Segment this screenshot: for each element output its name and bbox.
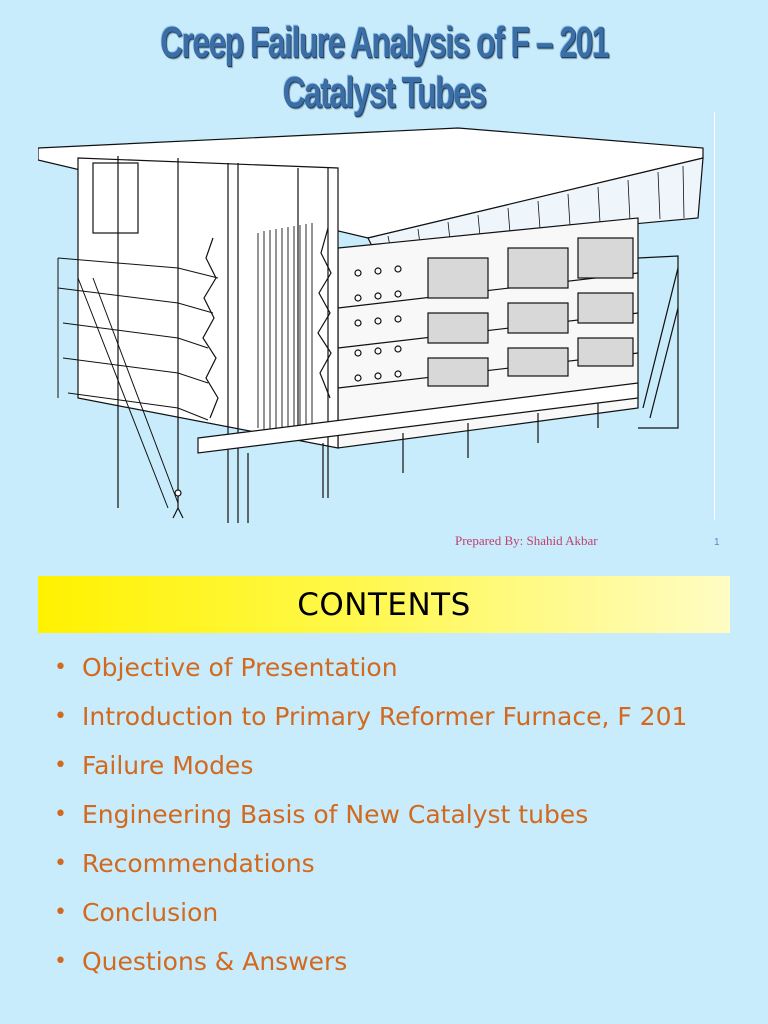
bullet-icon: • — [54, 900, 67, 925]
list-item: •Engineering Basis of New Catalyst tubes — [54, 800, 589, 829]
bullet-icon: • — [54, 753, 67, 778]
slide-title-page: Creep Failure Analysis of F – 201 Cataly… — [38, 18, 720, 548]
list-item: •Introduction to Primary Reformer Furnac… — [54, 702, 688, 731]
contents-banner: CONTENTS — [38, 576, 730, 633]
contents-heading: CONTENTS — [297, 586, 471, 623]
list-item: •Failure Modes — [54, 751, 254, 780]
bullet-icon: • — [54, 704, 67, 729]
slide-title: Creep Failure Analysis of F – 201 Cataly… — [160, 18, 609, 117]
contents-list: •Objective of Presentation •Introduction… — [54, 652, 714, 995]
bullet-icon: • — [54, 949, 67, 974]
prepared-by-text: Prepared By: Shahid Akbar — [455, 533, 598, 548]
list-item: •Conclusion — [54, 898, 219, 927]
reformer-furnace-illustration — [38, 108, 718, 530]
list-item: •Recommendations — [54, 849, 315, 878]
reformer-furnace-icon — [38, 127, 704, 523]
bullet-icon: • — [54, 851, 67, 876]
slide-contents: CONTENTS •Objective of Presentation •Int… — [0, 556, 768, 1024]
bullet-icon: • — [54, 655, 67, 680]
divider-line — [714, 112, 715, 520]
list-item: •Questions & Answers — [54, 947, 348, 976]
list-item: •Objective of Presentation — [54, 653, 398, 682]
page-number: 1 — [714, 537, 720, 548]
bullet-icon: • — [54, 802, 67, 827]
